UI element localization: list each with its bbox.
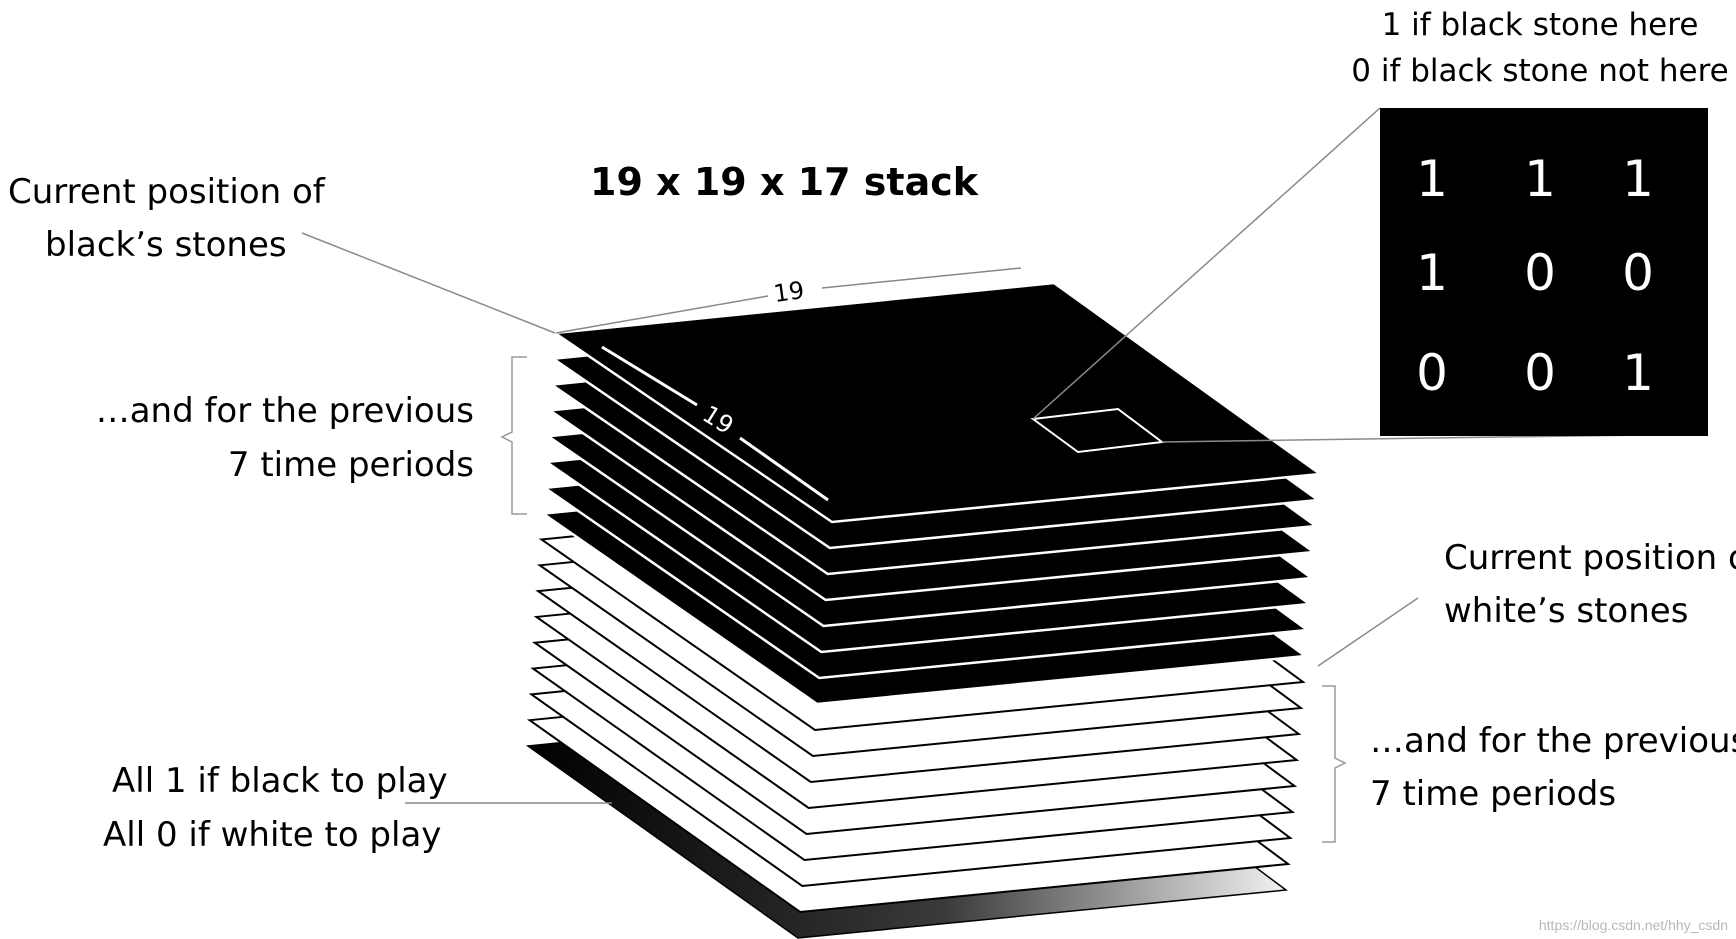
top-dimension-label: 19 <box>772 276 806 308</box>
plane-stack <box>525 281 1324 939</box>
inset-square <box>1380 108 1708 436</box>
diagram-title: 19 x 19 x 17 stack <box>590 160 979 204</box>
white-current-label-line-1: Current position of <box>1444 538 1736 578</box>
color-plane-label-line-2: All 0 if white to play <box>103 815 441 855</box>
black-previous-brace <box>500 356 527 515</box>
black-current-label-line-2: black’s stones <box>45 225 287 265</box>
black-current-label-line-1: Current position of <box>8 172 326 212</box>
white-current-label-line-2: white’s stones <box>1444 591 1688 631</box>
white-current-leader <box>1317 597 1419 667</box>
inset-grid-panel: 1 1 1 1 0 0 0 0 1 <box>1380 108 1708 436</box>
white-previous-label-line-2: 7 time periods <box>1370 774 1616 814</box>
inset-cell-value: 0 <box>1416 344 1448 402</box>
black-previous-label-line-2: 7 time periods <box>228 445 474 485</box>
black-plane <box>551 281 1324 524</box>
black-current-leader <box>301 232 556 334</box>
inset-cell-value: 1 <box>1622 344 1654 402</box>
inset-cell-value: 1 <box>1416 150 1448 208</box>
inset-cell-value: 1 <box>1622 150 1654 208</box>
inset-cell-value: 1 <box>1416 244 1448 302</box>
white-previous-label-line-1: …and for the previous <box>1370 721 1736 761</box>
inset-caption-line-1: 1 if black stone here <box>1382 7 1699 43</box>
inset-caption-line-2: 0 if black stone not here <box>1351 53 1728 89</box>
white-previous-brace <box>1322 685 1347 843</box>
inset-connector-top <box>1032 107 1381 420</box>
inset-cell-value: 1 <box>1524 150 1556 208</box>
watermark: https://blog.csdn.net/hhy_csdn <box>1539 917 1728 933</box>
inset-cell-value: 0 <box>1524 244 1556 302</box>
inset-cell-value: 0 <box>1524 344 1556 402</box>
color-plane-label-line-1: All 1 if black to play <box>112 761 448 801</box>
inset-cell-value: 0 <box>1622 244 1654 302</box>
black-previous-label-line-1: …and for the previous <box>96 391 474 431</box>
top-dimension-marker: 19 <box>555 267 1022 334</box>
